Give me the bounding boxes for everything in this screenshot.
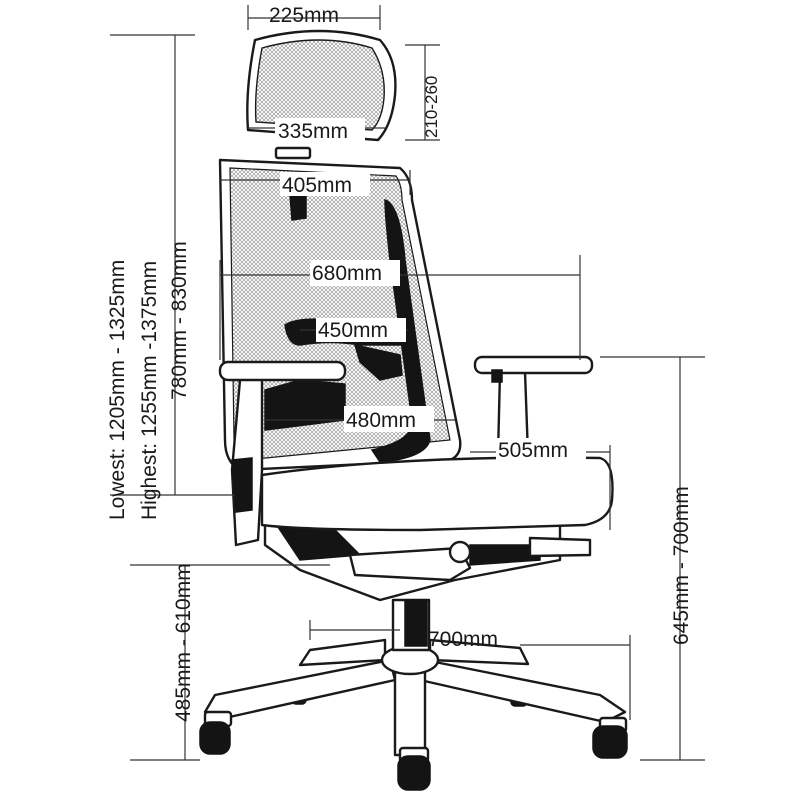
- label-arm-height: 645mm - 700mm: [670, 486, 693, 645]
- label-base-width: 700mm: [428, 628, 498, 651]
- label-seat-height: 485mm - 610mm: [172, 563, 195, 722]
- label-backrest-lower-width: 480mm: [346, 409, 416, 432]
- headrest: [246, 29, 397, 160]
- label-back-height: 780mm - 830mm: [168, 241, 191, 400]
- chair-base: [203, 638, 627, 757]
- seat-cushion: [260, 456, 614, 532]
- label-seat-depth: 505mm: [498, 439, 568, 462]
- label-backrest-height: 680mm: [312, 262, 382, 285]
- label-headrest-width: 225mm: [269, 4, 339, 27]
- gas-lift: [391, 598, 431, 652]
- backrest: [218, 158, 462, 472]
- dimension-labels: 225mm 210-260 335mm 405mm 680mm 450mm 48…: [106, 4, 693, 722]
- chair-illustration: [199, 29, 628, 791]
- label-overall-lowest: Lowest: 1205mm - 1325mm: [106, 260, 129, 520]
- label-backrest-top-width: 405mm: [282, 174, 352, 197]
- seat-mechanism: [263, 508, 592, 602]
- label-lumbar-width: 450mm: [318, 319, 388, 342]
- label-headrest-height: 210-260: [422, 76, 441, 138]
- label-headrest-inner-width: 335mm: [278, 120, 348, 143]
- label-overall-highest: Highest: 1255mm -1375mm: [138, 261, 161, 520]
- front-casters: [199, 710, 628, 791]
